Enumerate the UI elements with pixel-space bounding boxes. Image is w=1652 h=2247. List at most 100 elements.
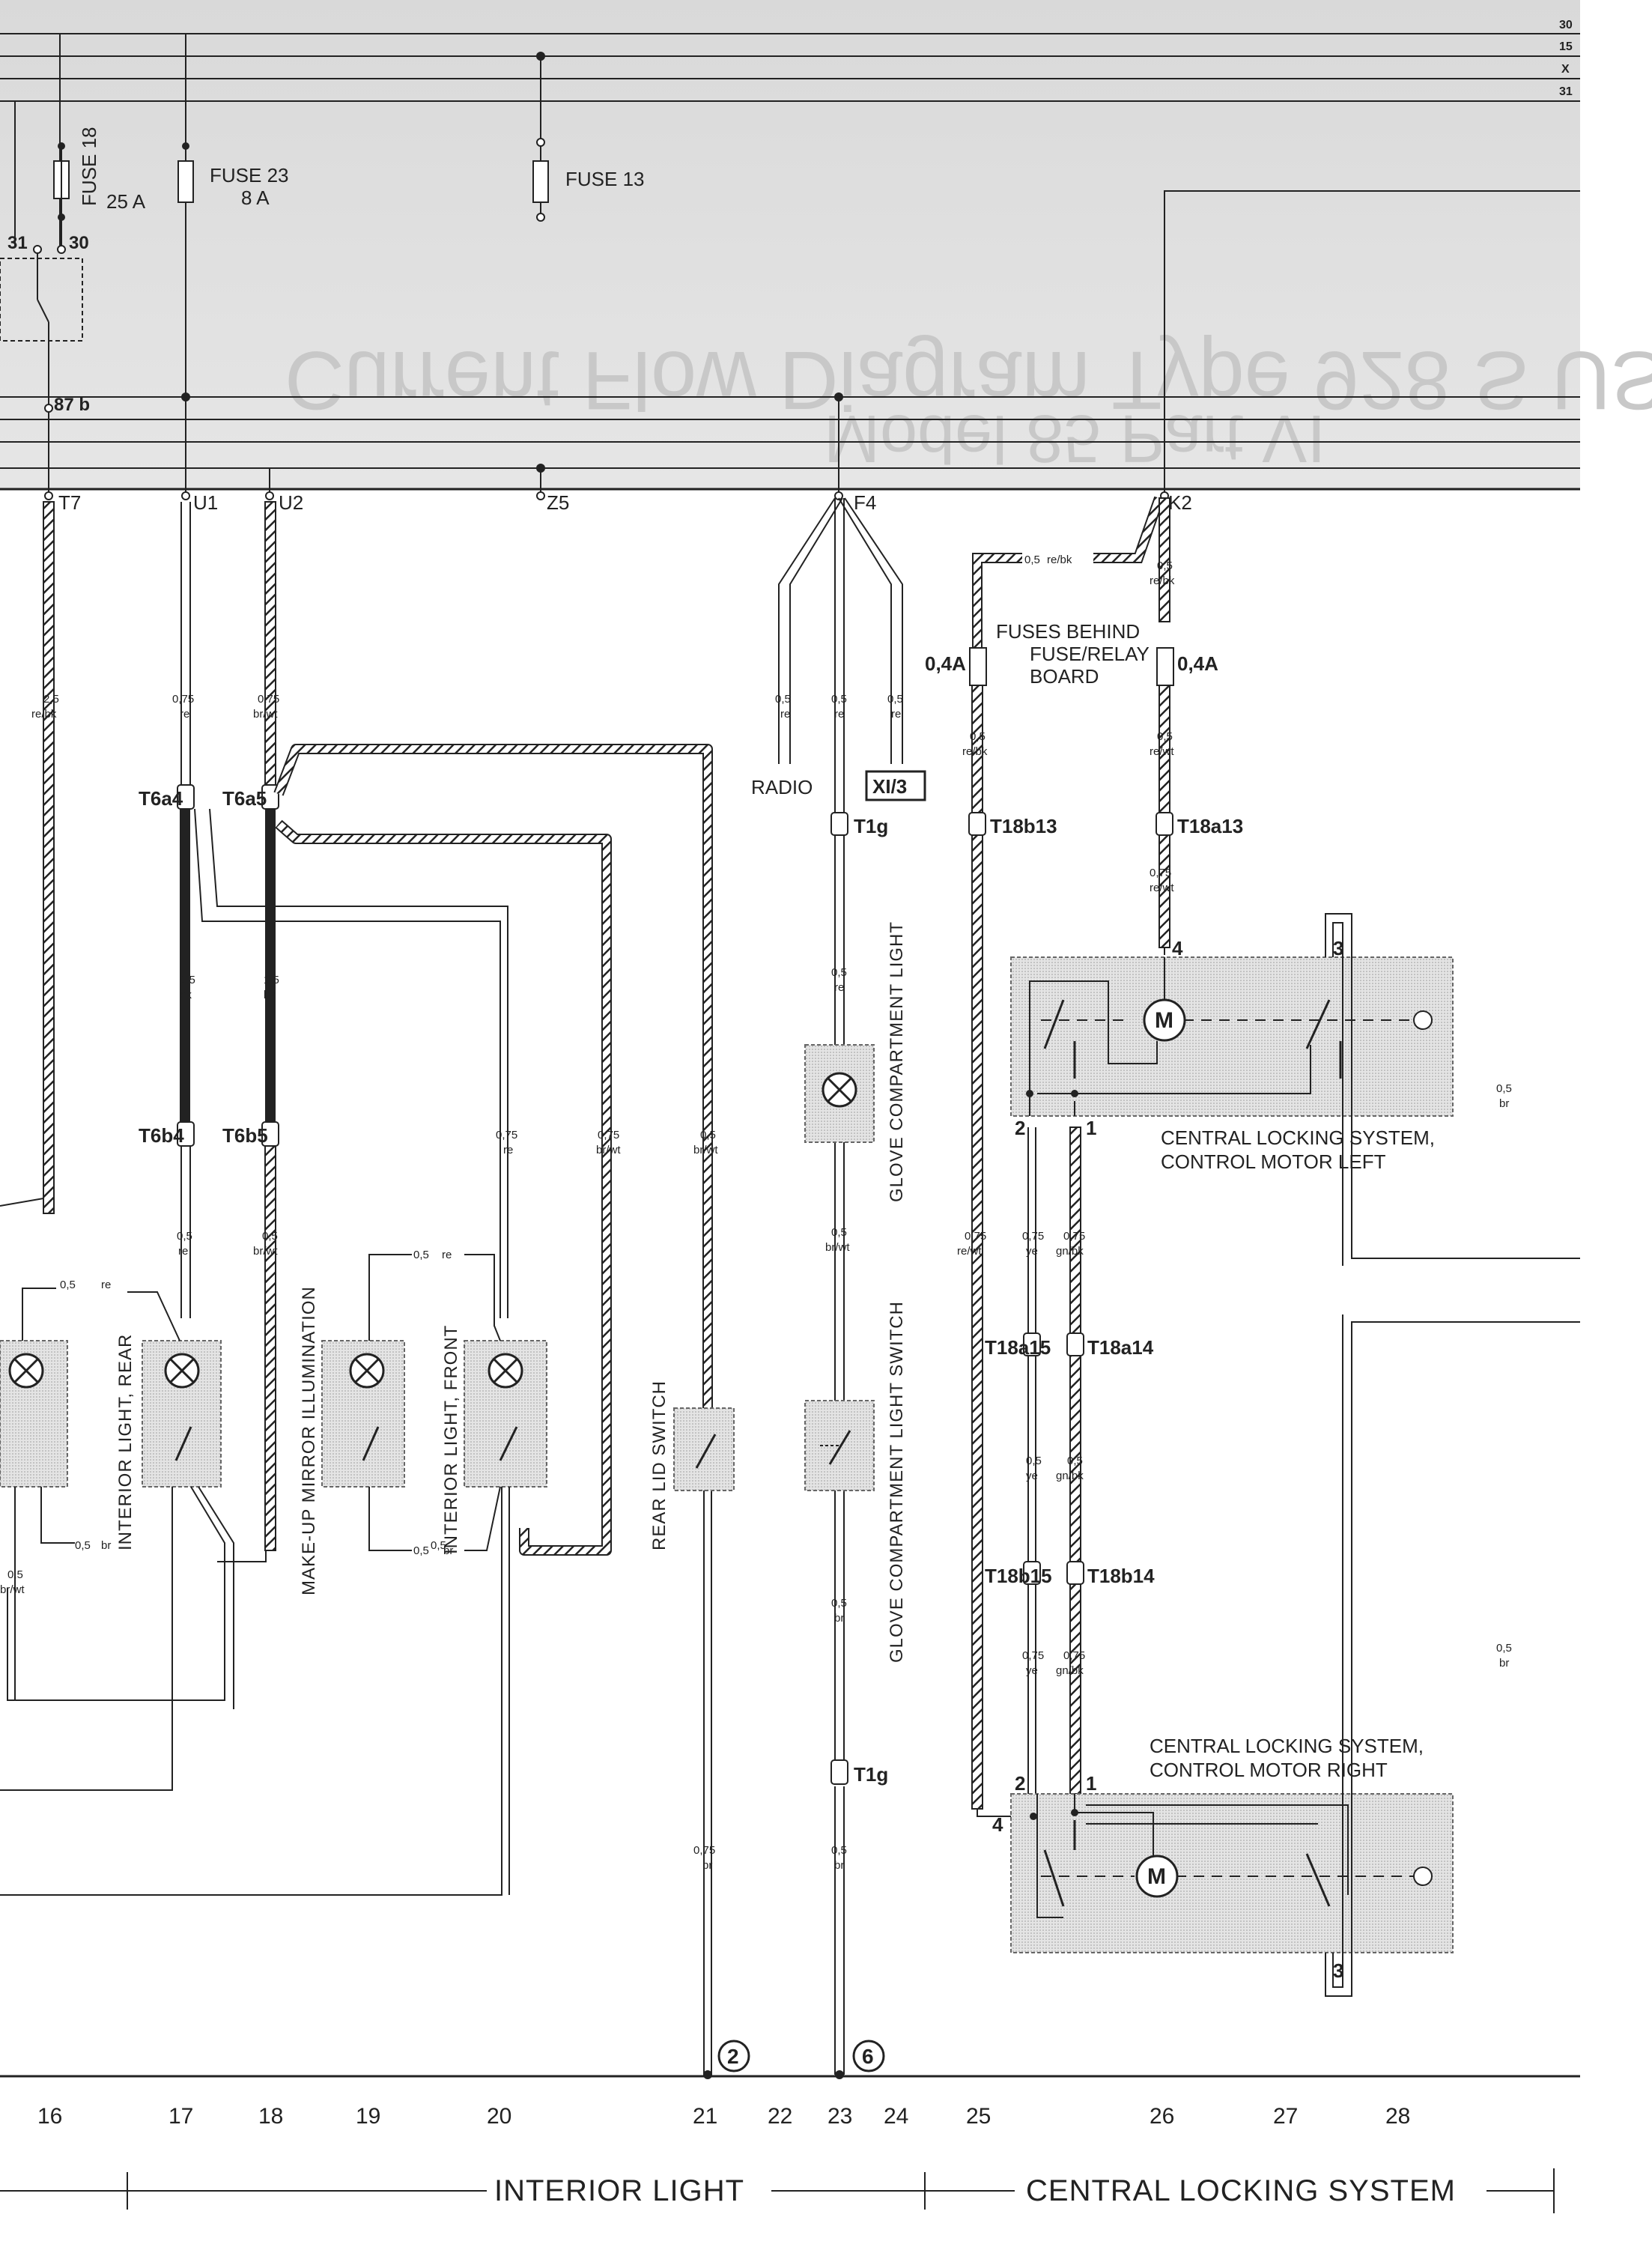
fuse23-rating: 8 A xyxy=(241,187,270,209)
svg-text:0,5: 0,5 xyxy=(1157,730,1173,743)
svg-text:0,5: 0,5 xyxy=(887,693,903,706)
svg-text:br/wt: br/wt xyxy=(253,708,278,721)
column-numbers: 16 17 18 19 20 21 22 23 24 25 26 27 28 xyxy=(37,2104,1410,2129)
svg-text:22: 22 xyxy=(768,2104,792,2129)
fuse18-rating: 25 A xyxy=(106,190,146,213)
fuse-rating-left: 0,4A xyxy=(925,652,966,675)
svg-text:0,75: 0,75 xyxy=(598,1129,619,1141)
fuse-04a-left xyxy=(969,647,987,686)
fuse-04a-right xyxy=(1156,647,1174,686)
t6b4-label: T6b4 xyxy=(139,1124,184,1147)
svg-text:0,75: 0,75 xyxy=(1063,1230,1085,1243)
section-dividers xyxy=(0,2168,1555,2213)
t18a15-label: T18a15 xyxy=(985,1336,1051,1359)
svg-text:re/bk: re/bk xyxy=(1047,554,1072,566)
svg-text:1,5: 1,5 xyxy=(264,974,279,986)
pin-31: 31 xyxy=(7,233,28,253)
svg-text:br/wt: br/wt xyxy=(596,1144,621,1156)
fuse23-label: FUSE 23 xyxy=(210,164,289,187)
svg-text:re: re xyxy=(101,1279,111,1291)
svg-text:0,75: 0,75 xyxy=(1022,1649,1044,1662)
svg-text:br: br xyxy=(1499,1097,1509,1110)
interior-rear-label: INTERIOR LIGHT, REAR xyxy=(115,1334,136,1550)
svg-text:br/wt: br/wt xyxy=(825,1241,850,1254)
svg-text:23: 23 xyxy=(827,2104,852,2129)
svg-text:0,5: 0,5 xyxy=(75,1539,91,1552)
section-interior-light: INTERIOR LIGHT xyxy=(494,2174,744,2207)
svg-text:re: re xyxy=(503,1144,513,1156)
svg-text:bk: bk xyxy=(180,989,192,1001)
wire-u1-bk xyxy=(180,809,190,1131)
svg-text:re: re xyxy=(891,708,901,721)
connector-u1: U1 xyxy=(193,491,218,514)
svg-text:0,75: 0,75 xyxy=(258,693,279,706)
svg-text:0,75: 0,75 xyxy=(1150,867,1171,879)
wire-c25 xyxy=(971,834,983,1810)
svg-text:re: re xyxy=(442,1249,452,1261)
motor-right-box xyxy=(1010,1793,1454,1953)
motor-left-pin2: 2 xyxy=(1015,1117,1025,1139)
bus-label-15: 15 xyxy=(1559,40,1573,53)
svg-text:re/wt: re/wt xyxy=(1150,745,1174,758)
svg-text:0,5: 0,5 xyxy=(60,1279,76,1291)
svg-text:25: 25 xyxy=(966,2104,991,2129)
watermark-subtitle: Model 85 Part VI xyxy=(824,401,1325,476)
motor-right-symbol: M xyxy=(1147,1864,1166,1889)
wire-gnbk xyxy=(1069,1126,1081,1334)
svg-text:0,5: 0,5 xyxy=(1496,1082,1512,1095)
makeup-mirror-label: MAKE-UP MIRROR ILLUMINATION xyxy=(299,1286,319,1595)
connector-u2: U2 xyxy=(279,491,303,514)
svg-text:re: re xyxy=(834,981,844,994)
svg-text:gn/bk: gn/bk xyxy=(1056,1664,1084,1677)
svg-text:0,5: 0,5 xyxy=(413,1249,429,1261)
fuse13-label: FUSE 13 xyxy=(565,168,645,190)
wire-t7 xyxy=(43,501,55,1214)
svg-text:gn/bk: gn/bk xyxy=(1056,1470,1084,1482)
svg-text:br/wt: br/wt xyxy=(0,1583,25,1596)
section-central-locking: CENTRAL LOCKING SYSTEM xyxy=(1026,2174,1456,2207)
svg-text:21: 21 xyxy=(693,2104,717,2129)
svg-text:re/bk: re/bk xyxy=(31,708,57,721)
ref-box-xi3 xyxy=(865,770,926,801)
svg-text:24: 24 xyxy=(884,2104,908,2129)
svg-text:re/bk: re/bk xyxy=(1150,574,1175,587)
svg-text:0,75: 0,75 xyxy=(1022,1230,1044,1243)
svg-text:0,5: 0,5 xyxy=(831,1844,847,1857)
bus-label-x: X xyxy=(1561,63,1570,76)
t1g-connector-bottom xyxy=(830,1759,848,1785)
svg-text:re/wt: re/wt xyxy=(957,1245,982,1258)
glove-chain xyxy=(834,835,845,2075)
svg-text:re/bk: re/bk xyxy=(962,745,988,758)
t18b15-label: T18b15 xyxy=(985,1565,1052,1587)
svg-text:re: re xyxy=(780,708,790,721)
svg-text:0,5: 0,5 xyxy=(1024,554,1040,566)
svg-text:0,5: 0,5 xyxy=(1157,560,1173,572)
svg-text:br: br xyxy=(443,1544,453,1557)
fuse-rating-right: 0,4A xyxy=(1177,652,1218,675)
fuses-behind-1: FUSES BEHIND xyxy=(996,620,1140,643)
watermark-title: Current Flow Diagram Type 928 S USA xyxy=(285,334,1652,426)
wire-u2-bk xyxy=(265,809,276,1131)
wire-u2 xyxy=(264,501,276,787)
rear-lid-chain xyxy=(703,1408,712,2075)
svg-text:ye: ye xyxy=(1026,1470,1038,1482)
ref-xi3: XI/3 xyxy=(872,775,907,798)
svg-text:0,5: 0,5 xyxy=(1026,1455,1042,1467)
svg-text:br: br xyxy=(834,1612,844,1625)
routing-20-21 xyxy=(194,808,508,1318)
svg-text:16: 16 xyxy=(37,2104,62,2129)
pin-87b: 87 b xyxy=(54,395,90,415)
svg-text:re: re xyxy=(178,1245,188,1258)
svg-text:gn/bk: gn/bk xyxy=(1056,1245,1084,1258)
pin-30: 30 xyxy=(69,233,89,253)
svg-text:0,5: 0,5 xyxy=(7,1568,23,1581)
svg-text:0,5: 0,5 xyxy=(413,1544,429,1557)
svg-text:0,5: 0,5 xyxy=(831,966,847,979)
svg-text:br/wt: br/wt xyxy=(693,1144,718,1156)
svg-text:0,5: 0,5 xyxy=(1496,1642,1512,1655)
svg-text:0,5: 0,5 xyxy=(177,1230,192,1243)
motor-left-pin4: 4 xyxy=(1172,937,1183,959)
svg-text:19: 19 xyxy=(356,2104,380,2129)
svg-text:20: 20 xyxy=(487,2104,511,2129)
